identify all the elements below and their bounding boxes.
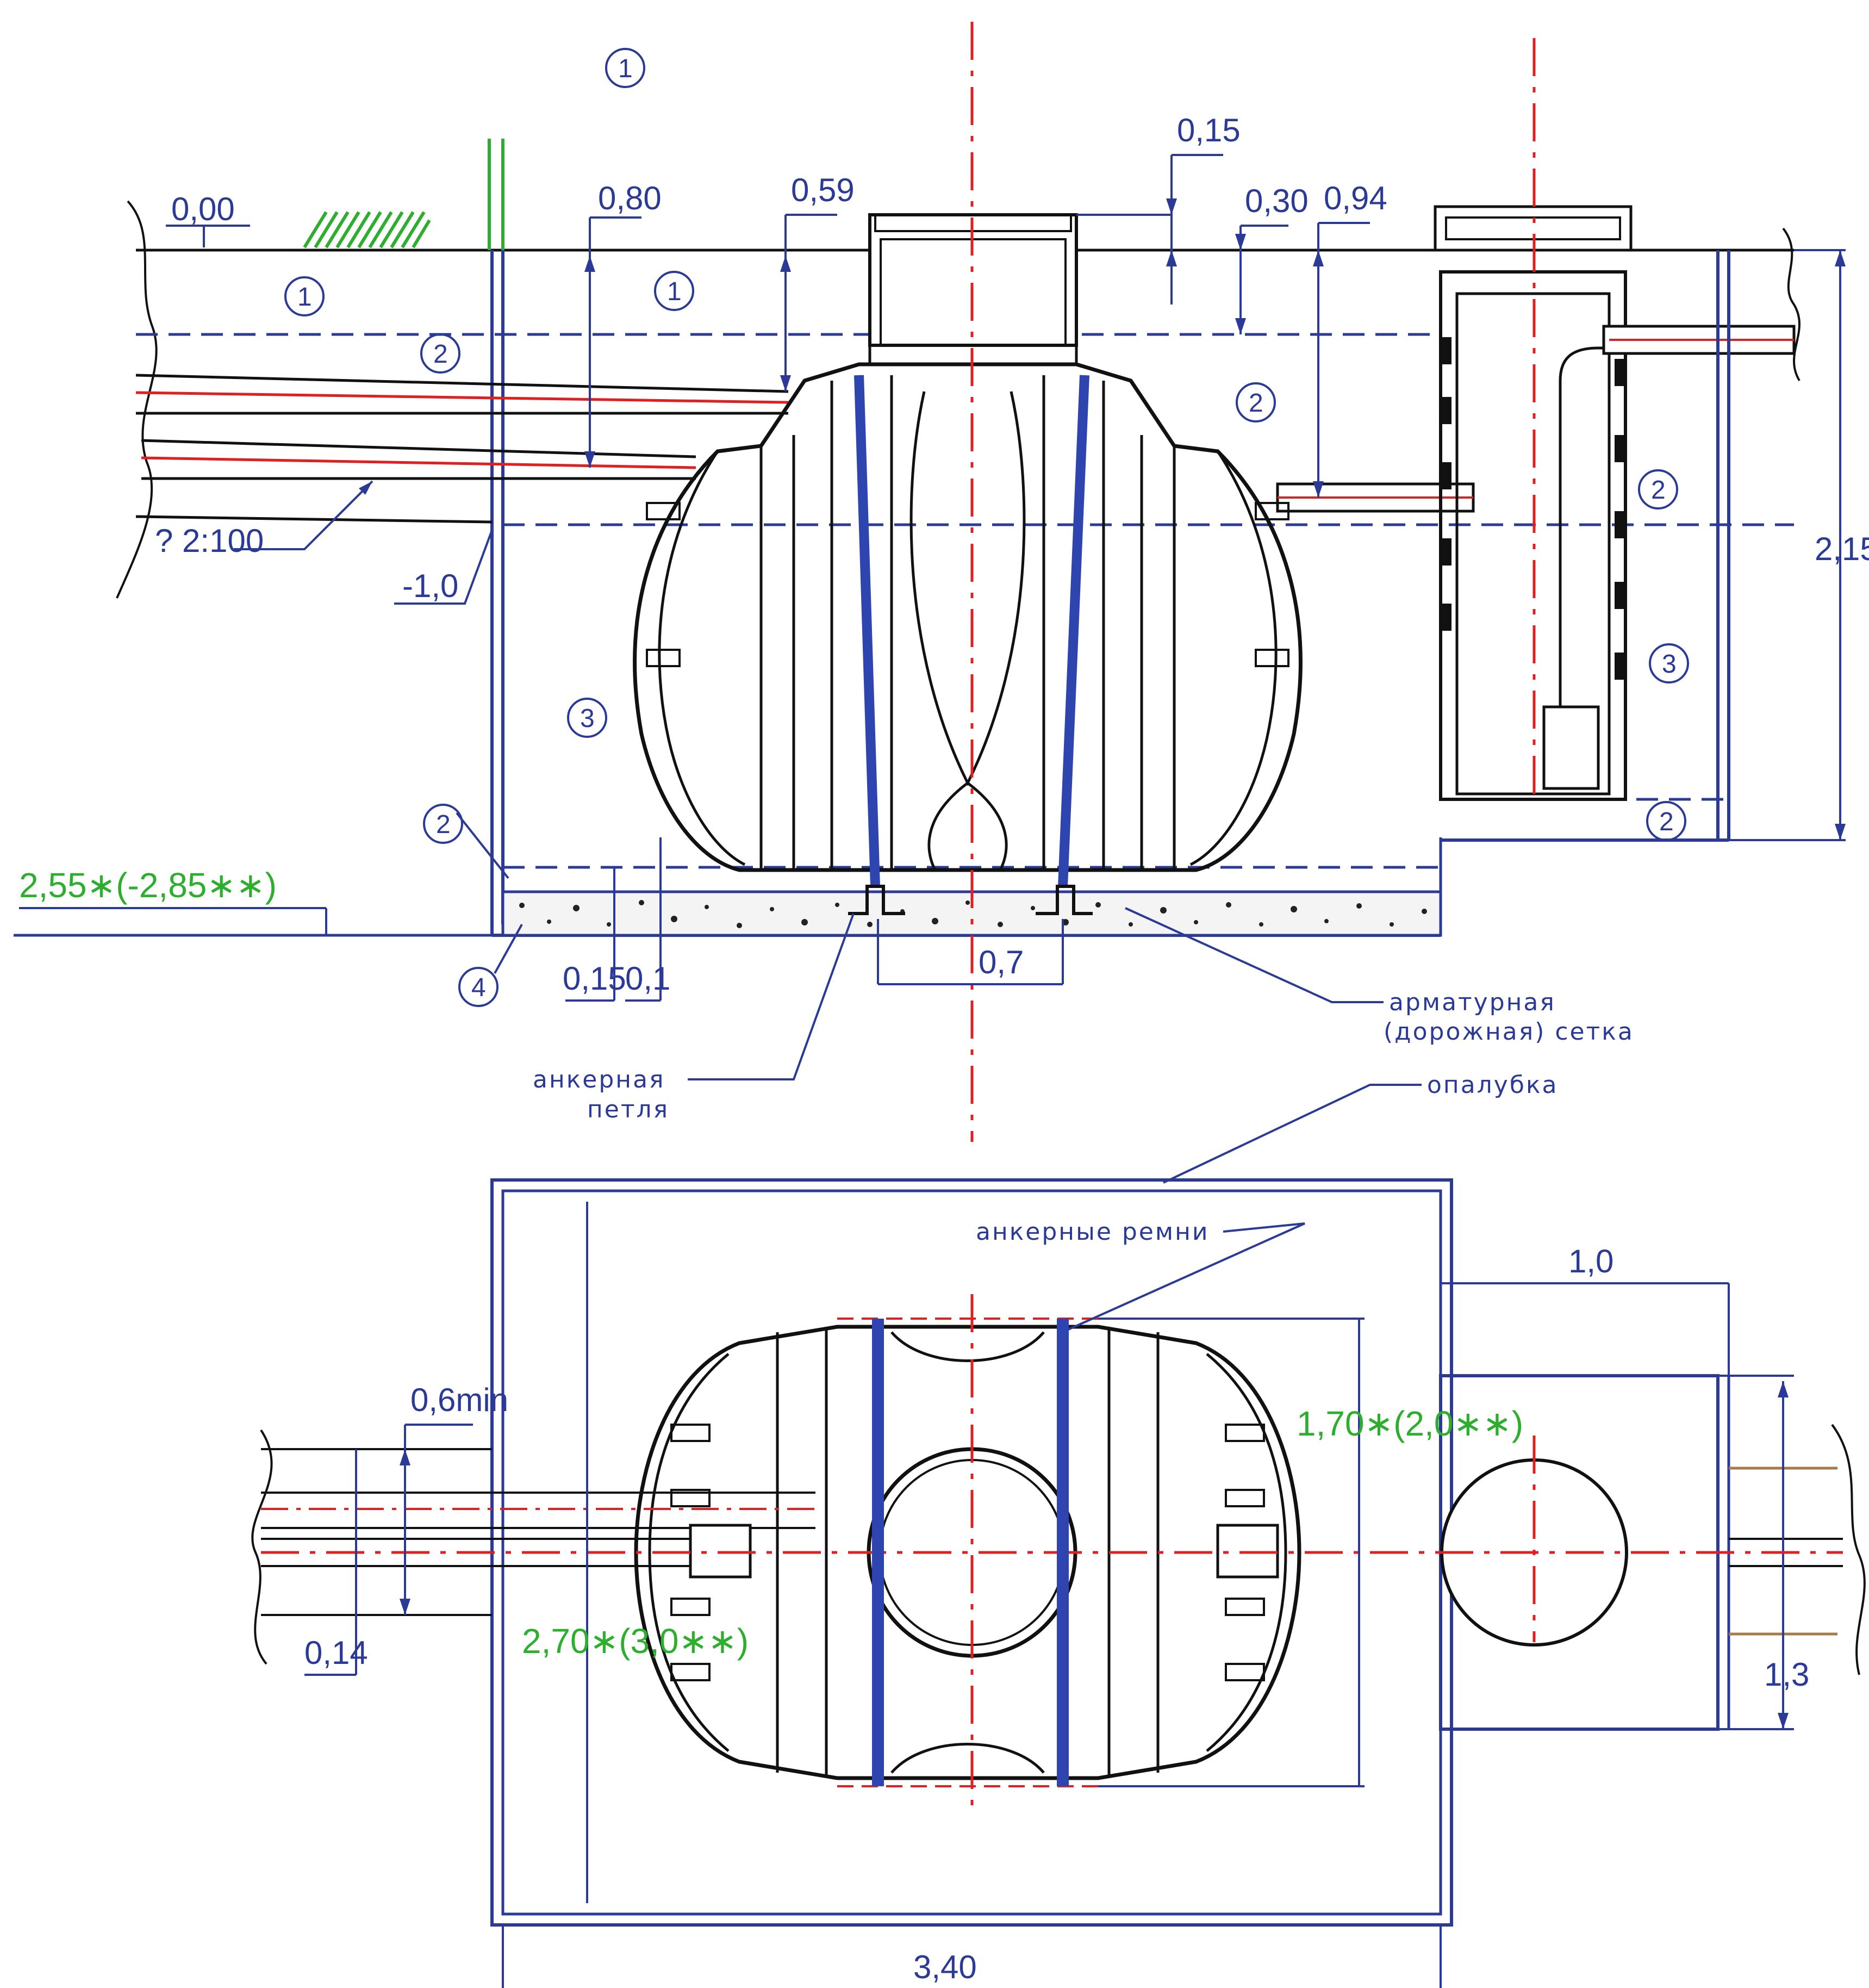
svg-text:3: 3: [580, 704, 595, 733]
zone-markers: 1 1 1 2 2 2 3 3 2 2 4: [284, 48, 1689, 1007]
green-length: 2,70∗(3,0∗∗): [522, 1622, 749, 1661]
inlet-pipes: [135, 374, 789, 524]
anchor-strap-left: [854, 375, 880, 887]
anchor-strap-right: [1058, 375, 1089, 887]
pump-well: [1434, 205, 1796, 842]
dim-01: 0,1: [625, 960, 670, 997]
section-view: 0,80 0,59 0,15 0,30 0,94 2,15: [14, 22, 1869, 1184]
svg-text:2: 2: [1249, 389, 1263, 418]
level-zero: 0,00: [171, 191, 235, 227]
dim-080: 0,80: [598, 180, 662, 216]
note-mesh-1: арматурная: [1389, 989, 1556, 1016]
svg-text:3: 3: [1662, 650, 1677, 679]
depth-green: 2,55∗(-2,85∗∗): [19, 866, 277, 905]
dim-030: 0,30: [1245, 183, 1309, 219]
dim-015-top: 0,15: [1177, 112, 1241, 148]
note-mesh-2: (дорожная) сетка: [1384, 1018, 1634, 1046]
turf-hatch: [303, 211, 431, 248]
green-width: 1,70∗(2,0∗∗): [1297, 1404, 1523, 1443]
svg-text:4: 4: [471, 973, 486, 1002]
note-formwork: опалубка: [1427, 1071, 1559, 1099]
note-anchor-straps: анкерные ремни: [976, 1218, 1209, 1246]
svg-text:1: 1: [297, 283, 312, 312]
note-anchor-loop-2: петля: [587, 1096, 669, 1123]
note-anchor-loop-1: анкерная: [533, 1066, 665, 1094]
tank-neck: [868, 213, 1078, 364]
dim-215: 2,15: [1815, 531, 1869, 567]
dim-015-base: 0,15: [563, 960, 626, 997]
dim-13: 1,3: [1764, 1656, 1809, 1693]
anchor-loop-left: [848, 885, 905, 915]
anchor-loop-right: [1036, 885, 1093, 915]
slope-label: ? 2:100: [155, 523, 264, 559]
svg-text:2: 2: [1651, 476, 1666, 505]
break-line-right: [1782, 227, 1801, 382]
level-minus1: -1,0: [402, 568, 458, 604]
dim-340: 3,40: [913, 1949, 977, 1985]
dim-059: 0,59: [791, 172, 855, 208]
dim-06min: 0,6min: [410, 1382, 508, 1418]
dim-10: 1,0: [1568, 1243, 1613, 1279]
plan-view: 3,40 1,0 1,3: [251, 1178, 1866, 1988]
dim-07: 0,7: [979, 944, 1024, 980]
svg-text:1: 1: [618, 54, 633, 83]
dim-014: 0,14: [304, 1635, 368, 1671]
break-line-left: [116, 200, 158, 599]
svg-text:2: 2: [433, 340, 448, 369]
svg-text:2: 2: [436, 810, 451, 839]
svg-text:1: 1: [667, 277, 682, 306]
svg-text:2: 2: [1659, 807, 1674, 836]
tank-section: [633, 362, 1303, 872]
dim-094: 0,94: [1324, 180, 1387, 216]
